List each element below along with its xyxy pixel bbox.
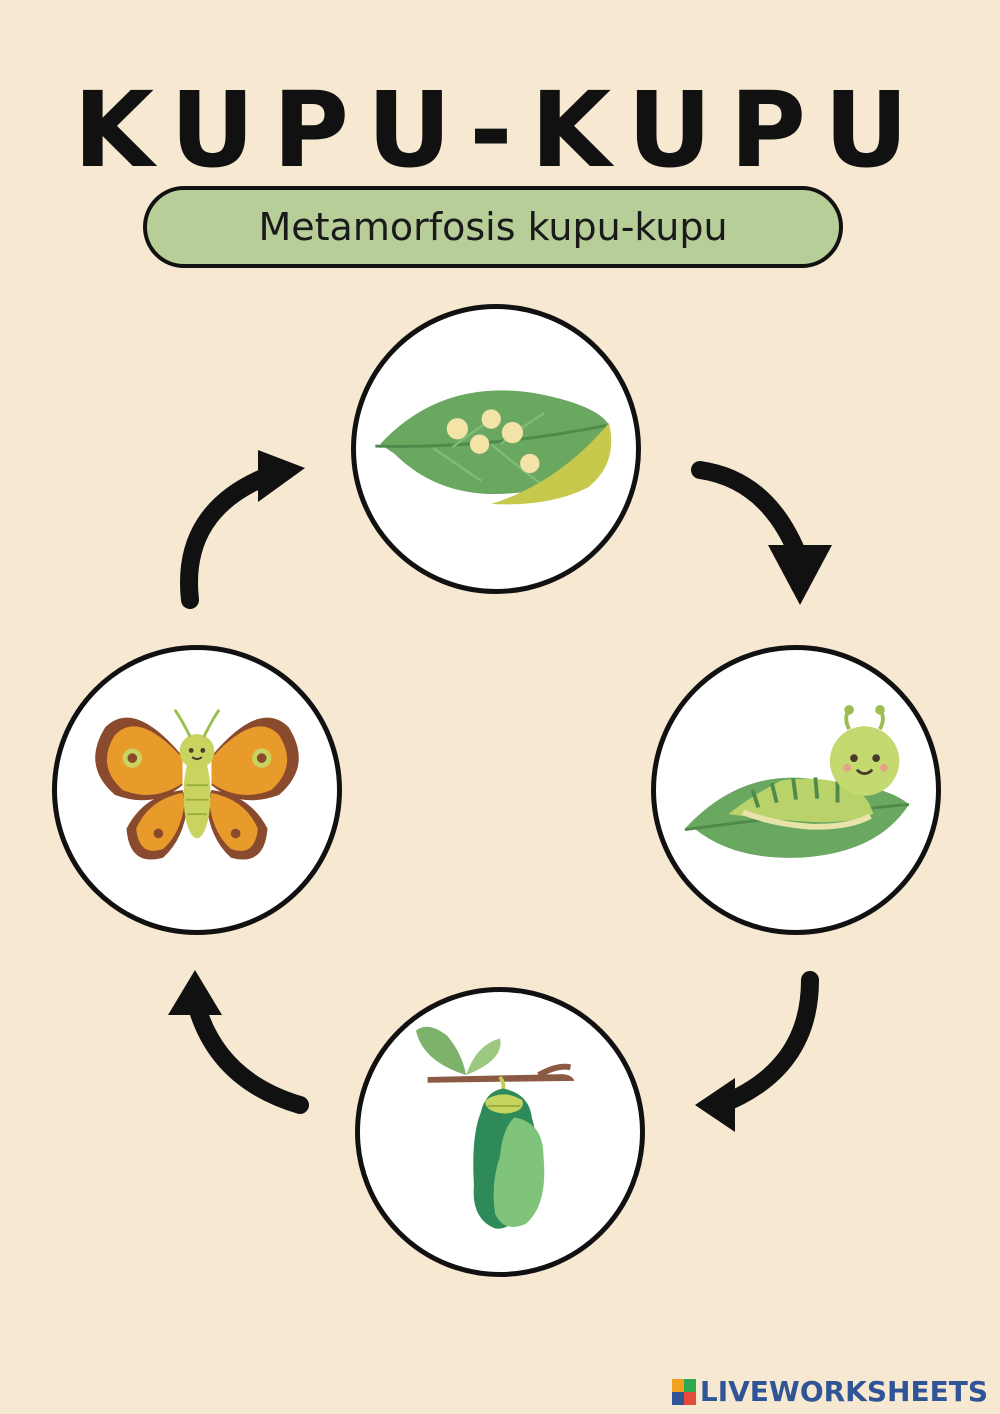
arrowhead-3 xyxy=(168,970,222,1015)
arrow-butterfly-to-egg xyxy=(180,466,279,609)
stage-caterpillar xyxy=(651,645,941,935)
chrysalis-icon xyxy=(416,1026,575,1229)
arrowhead-2 xyxy=(695,1078,735,1132)
page-title: KUPU-KUPU xyxy=(73,69,927,191)
arrow-pupa-to-butterfly xyxy=(186,991,309,1114)
arrow-egg-to-caterpillar xyxy=(691,461,809,569)
stage-butterfly xyxy=(52,645,342,935)
brand-mark-icon xyxy=(671,1378,696,1405)
caterpillar-icon xyxy=(684,705,910,858)
subtitle-banner: Metamorfosis kupu-kupu xyxy=(143,186,843,268)
brand-text: LIVEWORKSHEETS xyxy=(699,1375,988,1408)
arrowhead-1 xyxy=(768,545,832,605)
stage-egg xyxy=(351,304,641,594)
subtitle-text: Metamorfosis kupu-kupu xyxy=(258,205,728,249)
arrowhead-4 xyxy=(258,450,305,502)
arrow-caterpillar-to-pupa xyxy=(711,971,819,1114)
eggs-on-leaf-icon xyxy=(375,390,612,505)
butterfly-icon xyxy=(95,708,299,860)
stage-pupa xyxy=(355,987,645,1277)
brand-logo: LIVEWORKSHEETS xyxy=(671,1375,988,1408)
